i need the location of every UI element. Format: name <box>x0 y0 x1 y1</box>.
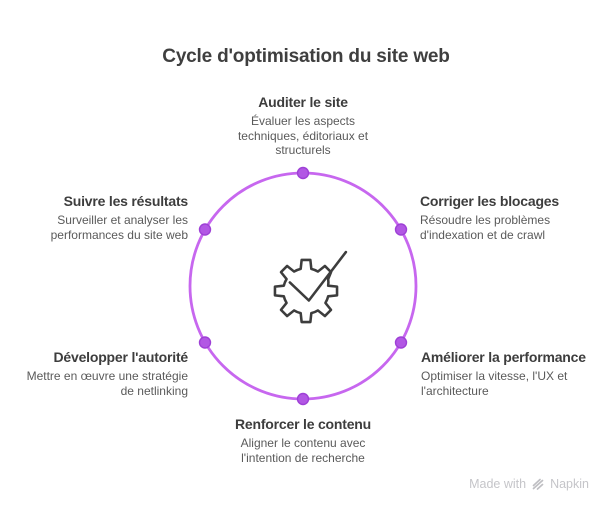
step-suivre-les-resultats: Suivre les résultats Surveiller et analy… <box>10 193 189 242</box>
step-description-line: l'architecture <box>421 383 489 398</box>
check-mark <box>288 250 348 302</box>
step-description-line: techniques, éditoriaux et <box>237 128 369 143</box>
step-developper-l-autorite: Développer l'autorité Mettre en œuvre un… <box>10 349 189 398</box>
step-description-line: d'indexation et de crawl <box>420 227 546 242</box>
page-title: Cycle d'optimisation du site web <box>162 46 450 67</box>
made-with-napkin-attribution: Made with Napkin <box>469 477 589 491</box>
node-dot-lower-right <box>394 336 408 349</box>
step-description-line: Évaluer les aspects <box>250 114 356 128</box>
made-with-text: Made with <box>469 477 527 491</box>
node-dot-upper-right <box>394 223 408 236</box>
gear-check-icon <box>273 250 348 324</box>
step-label: Renforcer le contenu <box>234 416 372 432</box>
step-description-line: de netlinking <box>120 383 188 398</box>
step-ameliorer-la-performance: Améliorer la performance Optimiser la vi… <box>421 349 601 398</box>
node-dot-bottom <box>296 392 310 406</box>
cycle-node-dots <box>198 166 408 406</box>
napkin-brand-text: Napkin <box>550 477 589 491</box>
step-auditer-le-site: Auditer le site Évaluer les aspects tech… <box>193 94 413 158</box>
step-label: Corriger les blocages <box>420 193 559 209</box>
step-label: Auditer le site <box>258 94 348 110</box>
step-description-line: Résoudre les problèmes <box>420 213 551 227</box>
step-description-line: Surveiller et analyser les <box>57 213 188 227</box>
step-corriger-les-blocages: Corriger les blocages Résoudre les probl… <box>420 193 600 242</box>
node-dot-upper-left <box>198 223 212 236</box>
napkin-logo-icon <box>532 478 544 490</box>
node-dot-lower-left <box>198 336 212 349</box>
step-description-line: Aligner le contenu avec <box>240 436 366 450</box>
step-description-line: Mettre en œuvre une stratégie <box>26 369 188 383</box>
node-dot-top <box>296 166 310 180</box>
step-description-line: structurels <box>275 143 331 157</box>
step-label: Améliorer la performance <box>421 349 586 365</box>
step-label: Suivre les résultats <box>63 193 189 209</box>
cycle-ring <box>188 171 418 401</box>
step-description-line: Optimiser la vitesse, l'UX et <box>421 369 568 383</box>
gear-outline <box>273 258 339 324</box>
step-description-line: performances du site web <box>50 227 188 242</box>
step-label: Développer l'autorité <box>53 349 189 365</box>
step-description-line: l'intention de recherche <box>241 450 365 465</box>
step-renforcer-le-contenu: Renforcer le contenu Aligner le contenu … <box>193 416 413 465</box>
